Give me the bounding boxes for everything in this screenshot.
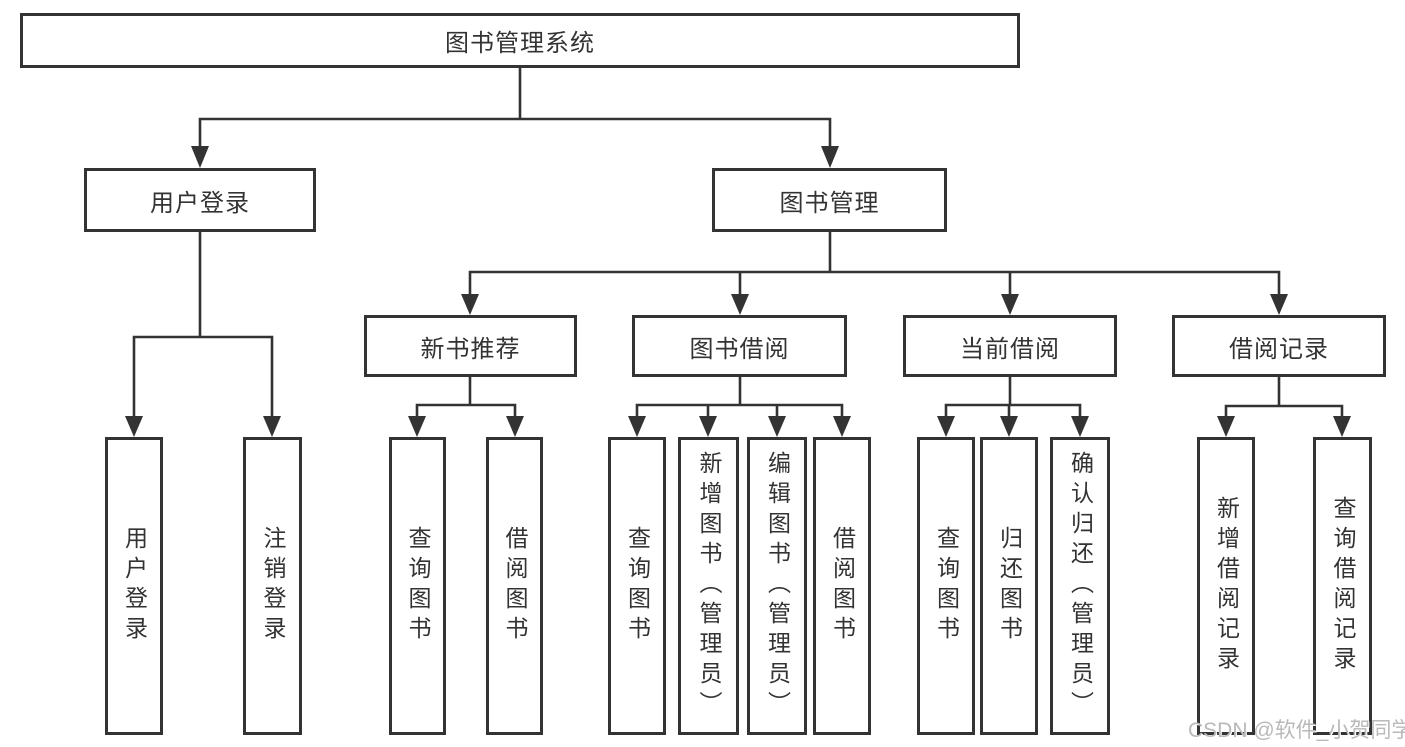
node-new-book-recommendation: 新书推荐 — [364, 315, 577, 377]
node-label: 图书借阅 — [689, 335, 790, 363]
arrowhead — [1270, 294, 1288, 315]
node-borrow-books-1: 借阅图书 — [486, 437, 543, 735]
node-current-borrowing: 当前借阅 — [903, 315, 1117, 377]
arrowhead — [731, 294, 749, 315]
arrowhead — [768, 416, 786, 437]
node-label: 借阅图书 — [502, 526, 528, 646]
arrowhead — [191, 146, 209, 168]
node-logout: 注销登录 — [243, 437, 302, 735]
arrowhead — [1217, 416, 1235, 437]
arrowhead — [833, 416, 851, 437]
arrowhead — [628, 416, 646, 437]
arrowhead — [1000, 416, 1018, 437]
node-label: 查询图书 — [405, 526, 431, 646]
node-query-borrow-record: 查询借阅记录 — [1313, 437, 1372, 735]
node-borrowing-records: 借阅记录 — [1172, 315, 1386, 377]
node-user-login-leaf: 用户登录 — [105, 437, 163, 735]
node-add-borrow-record: 新增借阅记录 — [1197, 437, 1255, 735]
arrowhead — [699, 416, 717, 437]
node-label: 注销登录 — [260, 526, 286, 646]
node-label: 查询借阅记录 — [1330, 496, 1356, 676]
node-book-management: 图书管理 — [712, 168, 947, 232]
arrowhead — [821, 146, 839, 168]
connector-current-branch — [944, 377, 1082, 417]
node-label: 查询图书 — [933, 526, 960, 646]
node-label: 图书管理 — [779, 189, 880, 217]
node-label: 用户登录 — [150, 189, 250, 217]
arrowhead — [408, 416, 426, 437]
node-query-books-1: 查询图书 — [389, 437, 446, 735]
csdn-watermark: CSDN @软件_小贺同学 — [1188, 719, 1405, 742]
node-label: 新增借阅记录 — [1213, 496, 1240, 676]
connector-records-branch — [1224, 377, 1344, 417]
connector-borrowing-branch — [635, 377, 844, 417]
node-add-books-admin: 新增图书（管理员） — [678, 437, 739, 735]
node-query-books-3: 查询图书 — [917, 437, 975, 735]
node-label: 借阅记录 — [1229, 335, 1329, 363]
arrowhead — [263, 416, 281, 437]
node-label: 当前借阅 — [960, 335, 1060, 363]
node-label: 归还图书 — [996, 526, 1023, 646]
node-edit-books-admin: 编辑图书（管理员） — [747, 437, 807, 735]
node-confirm-return-admin: 确认归还（管理员） — [1050, 437, 1110, 735]
connector-new-books-branch — [415, 377, 517, 417]
node-label: 查询图书 — [624, 526, 651, 646]
node-label: 新增图书（管理员） — [696, 451, 722, 721]
arrowhead — [937, 416, 955, 437]
arrowhead — [461, 294, 479, 315]
connector-user-login-branch — [132, 232, 274, 417]
node-library-management-system: 图书管理系统 — [20, 13, 1020, 68]
node-return-books: 归还图书 — [980, 437, 1038, 735]
node-label: 图书管理系统 — [445, 30, 595, 57]
node-label: 确认归还（管理员） — [1067, 451, 1094, 721]
arrowhead — [1071, 416, 1089, 437]
node-borrow-books-2: 借阅图书 — [813, 437, 871, 735]
node-label: 新书推荐 — [420, 335, 521, 363]
connector-book-mgmt-branch — [468, 232, 1281, 295]
arrowhead — [1001, 294, 1019, 315]
node-label: 用户登录 — [121, 526, 148, 646]
connector-root-branch — [198, 68, 832, 147]
node-query-books-2: 查询图书 — [608, 437, 666, 735]
node-label: 编辑图书（管理员） — [764, 451, 791, 721]
arrowhead — [506, 416, 524, 437]
node-book-borrowing: 图书借阅 — [632, 315, 847, 377]
arrowhead — [1333, 416, 1351, 437]
node-user-login: 用户登录 — [84, 168, 316, 232]
arrowhead — [125, 416, 143, 437]
node-label: 借阅图书 — [829, 526, 856, 646]
